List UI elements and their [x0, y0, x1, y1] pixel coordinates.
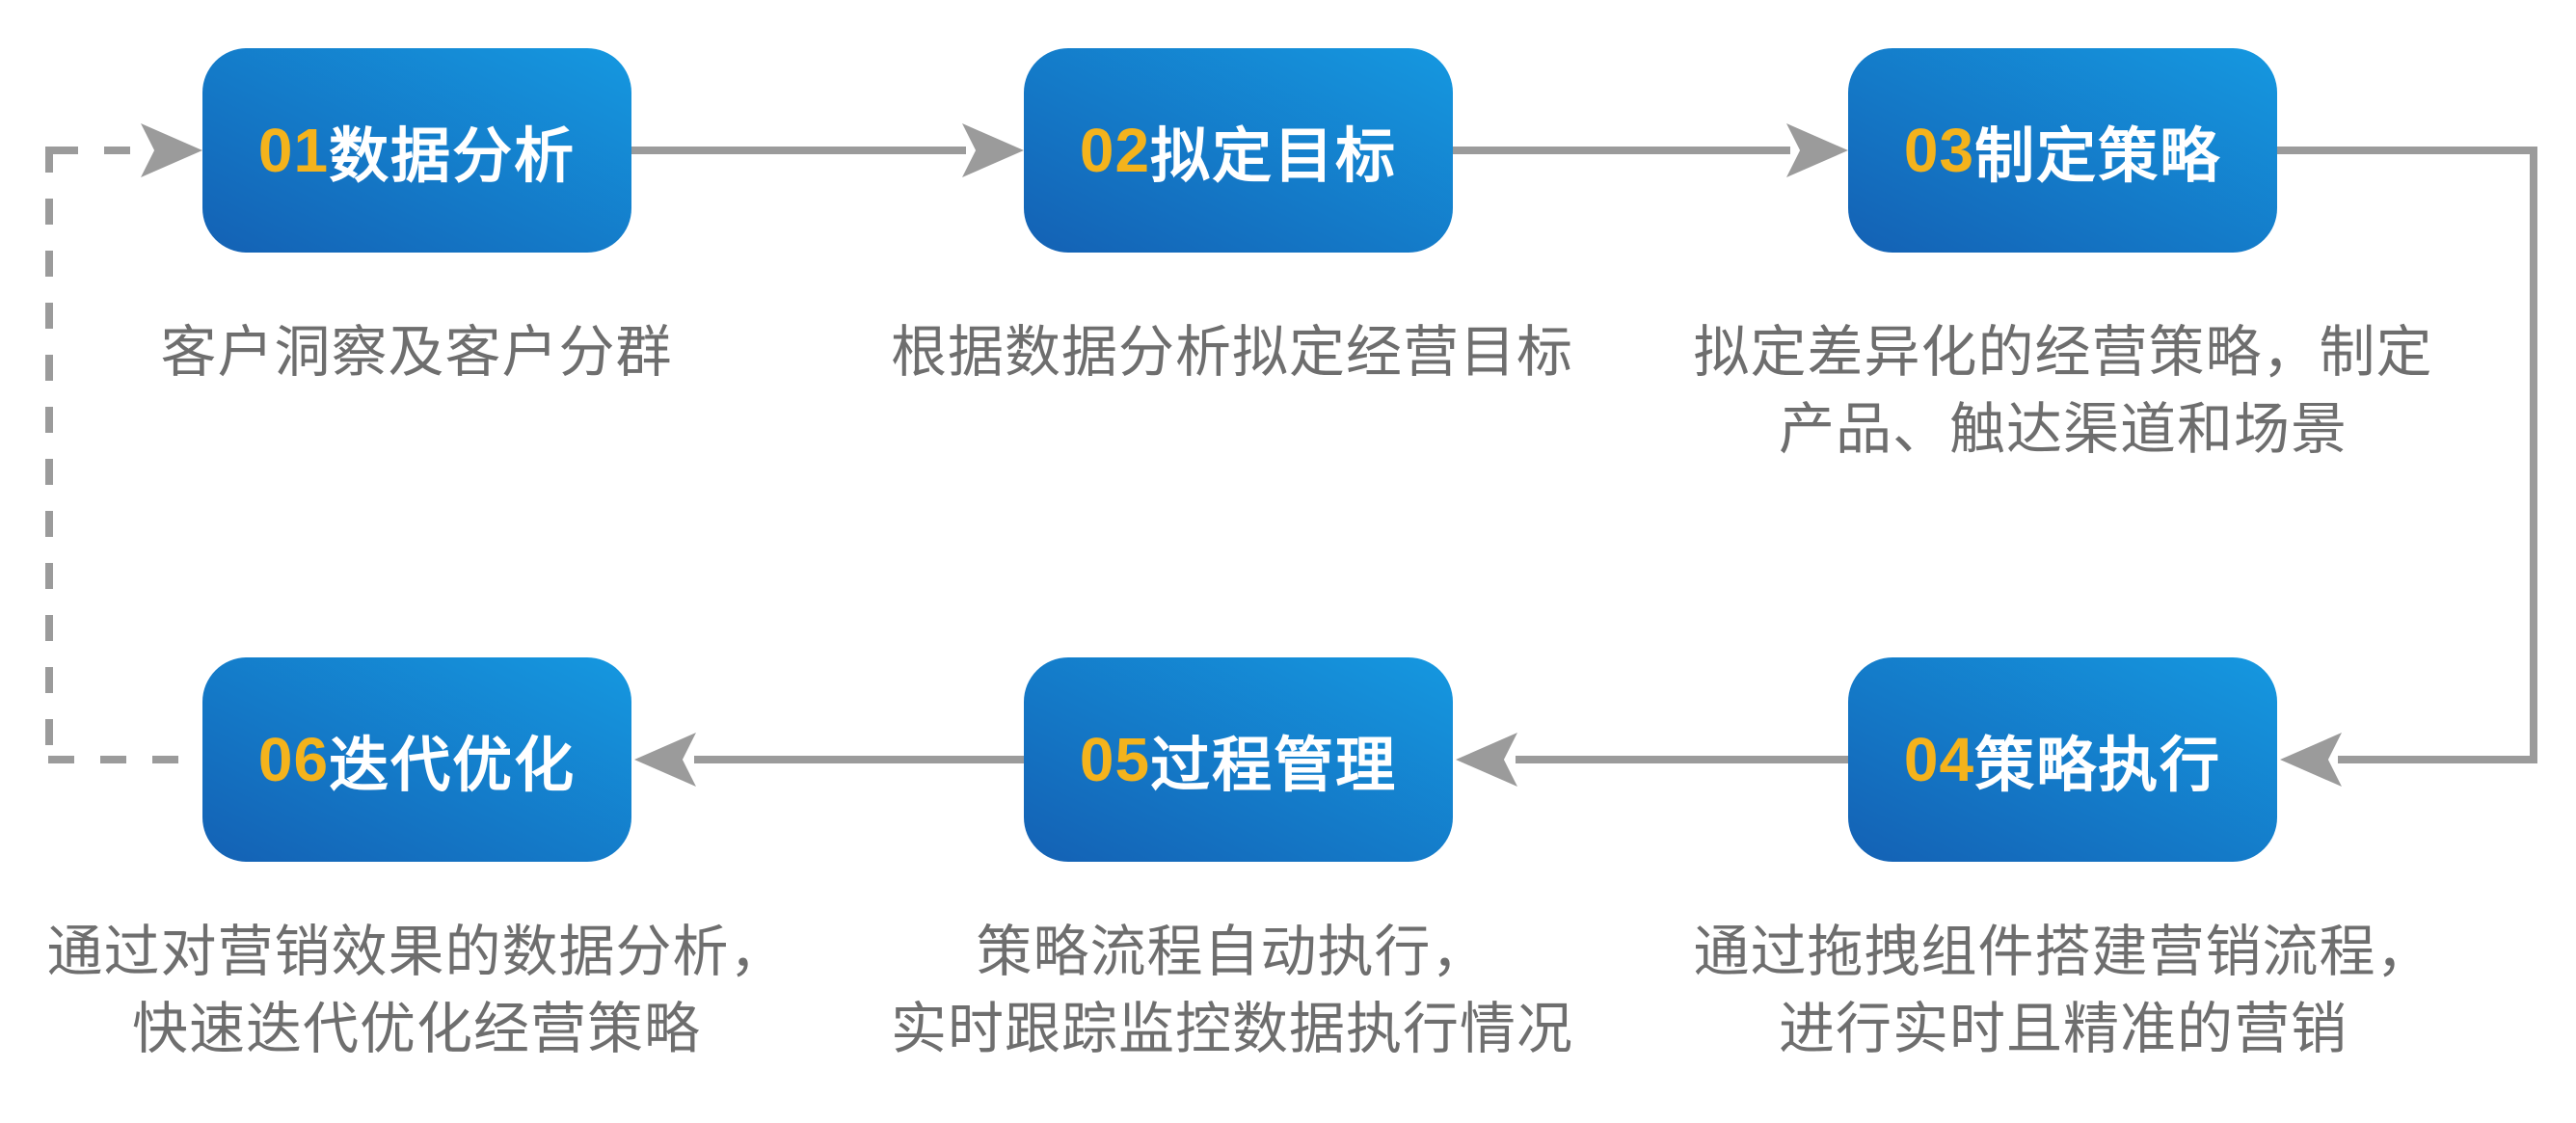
step-number: 02	[1079, 116, 1151, 185]
step-title: 过程管理	[1150, 733, 1398, 799]
step-title: 制定策略	[1974, 123, 2222, 190]
desc-line: 客户洞察及客户分群	[160, 321, 673, 384]
connector-06-01-bottom-dashed-line	[48, 756, 201, 763]
arrowhead-icon	[141, 123, 202, 177]
desc-line: 拟定差异化的经营策略，制定	[1693, 321, 2433, 384]
desc-line: 根据数据分析拟定经营目标	[890, 321, 1573, 384]
step-number: 03	[1903, 116, 1975, 185]
step-number: 06	[257, 725, 330, 794]
connector-03-04-bottom-line	[2338, 756, 2537, 763]
desc-line: 快速迭代优化经营策略	[131, 998, 701, 1060]
desc-line: 通过对营销效果的数据分析，	[46, 921, 787, 983]
step-title: 数据分析	[329, 123, 577, 190]
desc-line: 进行实时且精准的营销	[1778, 998, 2348, 1060]
step-title: 拟定目标	[1150, 123, 1398, 190]
step-desc-04: 通过拖拽组件搭建营销流程， 进行实时且精准的营销	[1620, 914, 2507, 1068]
arrowhead-icon	[1456, 733, 1517, 787]
step-desc-03: 拟定差异化的经营策略，制定 产品、触达渠道和场景	[1620, 314, 2507, 468]
connector-03-04-top-line	[2277, 147, 2537, 154]
step-title: 策略执行	[1974, 733, 2222, 799]
step-desc-06: 通过对营销效果的数据分析， 快速迭代优化经营策略	[0, 914, 860, 1068]
connector-03-04-vertical-line	[2530, 147, 2537, 763]
desc-line: 策略流程自动执行，	[976, 921, 1489, 983]
arrowhead-icon	[1786, 123, 1848, 177]
step-desc-05: 策略流程自动执行， 实时跟踪监控数据执行情况	[789, 914, 1676, 1068]
step-number: 01	[257, 116, 330, 185]
connector-06-01-vertical-dashed-line	[45, 147, 53, 763]
desc-line: 通过拖拽组件搭建营销流程，	[1693, 921, 2433, 983]
arrowhead-icon	[2280, 733, 2342, 787]
arrowhead-icon	[634, 733, 696, 787]
step-desc-01: 客户洞察及客户分群	[0, 314, 860, 391]
step-desc-02: 根据数据分析拟定经营目标	[789, 314, 1676, 391]
step-number: 05	[1079, 725, 1151, 794]
arrowhead-icon	[962, 123, 1024, 177]
connector-04-05-line	[1516, 756, 1848, 763]
step-title: 迭代优化	[329, 733, 577, 799]
step-number: 04	[1903, 725, 1975, 794]
desc-line: 实时跟踪监控数据执行情况	[890, 998, 1573, 1060]
desc-line: 产品、触达渠道和场景	[1778, 398, 2348, 461]
connector-06-01-top-dashed-line	[52, 147, 143, 154]
connector-05-06-line	[694, 756, 1024, 763]
connector-01-02-line	[631, 147, 966, 154]
connector-02-03-line	[1453, 147, 1790, 154]
